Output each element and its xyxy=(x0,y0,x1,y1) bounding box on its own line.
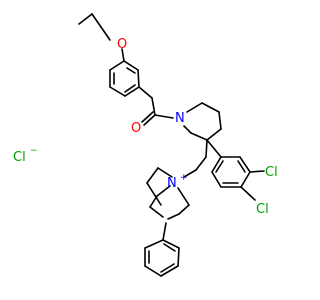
aryl-bond xyxy=(206,139,222,158)
oxygen-ether-label: O xyxy=(117,37,127,52)
isopropyl-group xyxy=(78,13,111,41)
molecule-drawing: O O N N + Cl Cl Cl − xyxy=(13,13,278,277)
nitrogen-amide-label: N xyxy=(175,111,185,126)
piperidine-ring xyxy=(183,102,222,141)
acetyl-linker xyxy=(138,86,174,126)
quinuclidinium-cage xyxy=(146,167,190,241)
chloride-charge-label: − xyxy=(30,146,38,156)
isopropoxyphenyl-ring xyxy=(109,60,140,97)
chlorine-lower-label: Cl xyxy=(256,202,269,217)
structure-canvas: O O N N + Cl Cl Cl − xyxy=(13,13,278,277)
ethyl-bond-3 xyxy=(183,169,197,178)
chlorine-upper-label: Cl xyxy=(265,165,278,180)
nitrogen-charge-label: + xyxy=(180,173,188,183)
dichlorophenyl-ring xyxy=(211,156,265,201)
nitrogen-quaternary-label: N xyxy=(167,176,177,191)
ethyl-bond-1 xyxy=(205,139,208,158)
ethyl-bond-2 xyxy=(195,156,207,171)
ether-bond xyxy=(121,48,125,62)
oxygen-carbonyl-label: O xyxy=(131,121,141,136)
chloride-counterion-label: Cl xyxy=(13,150,26,165)
phenyl-ring xyxy=(144,239,180,277)
